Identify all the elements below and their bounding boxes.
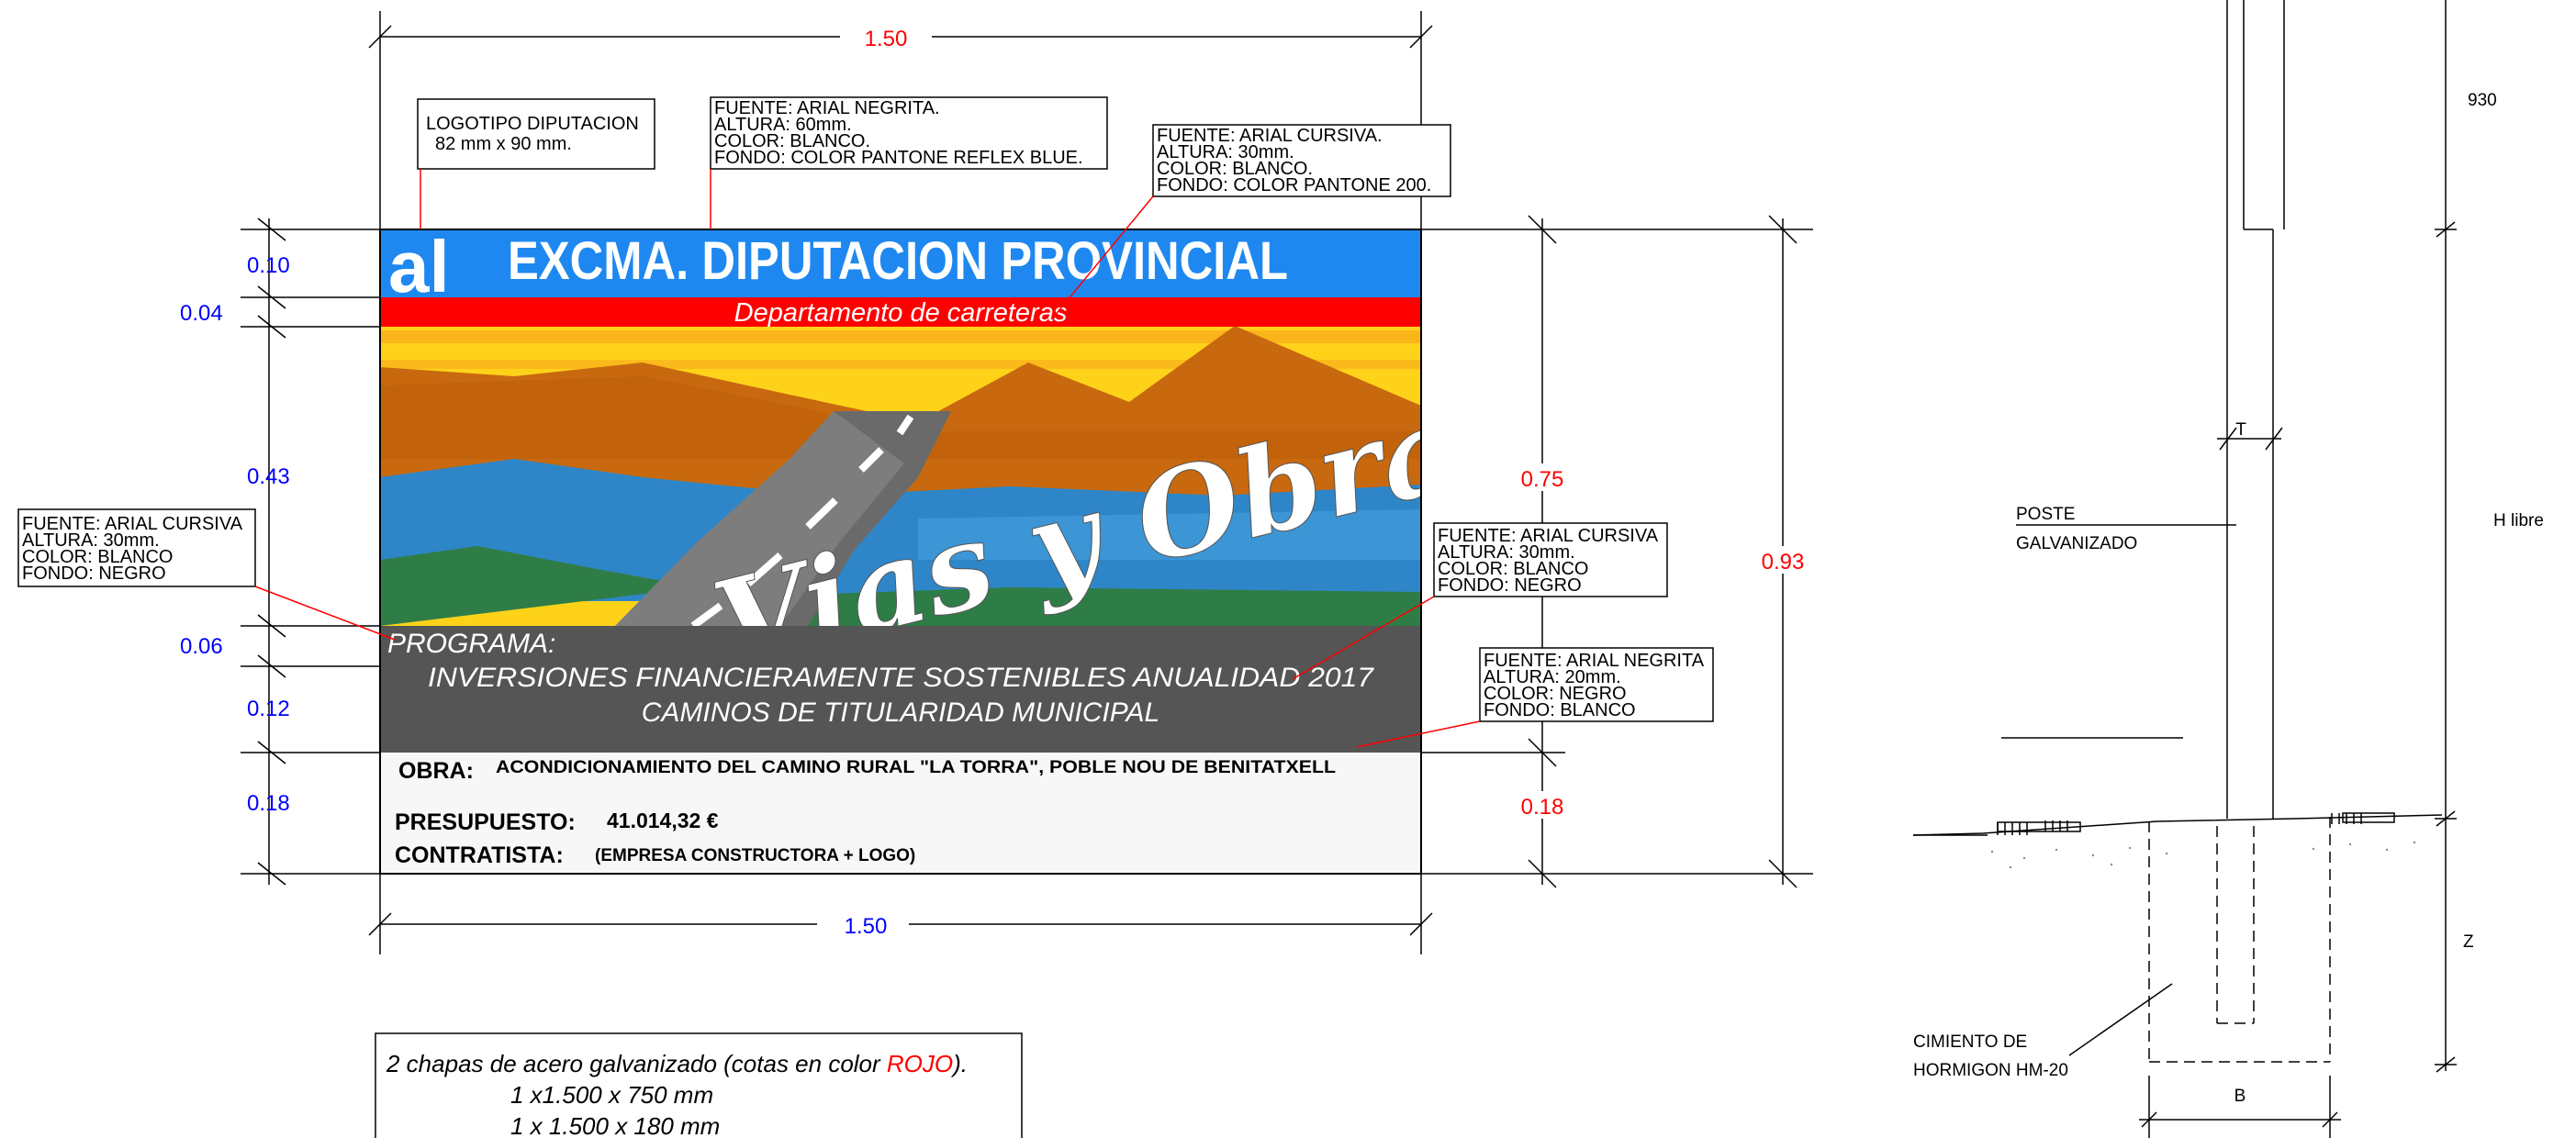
callout-obra-line-2: ALTURA: 20mm.	[1484, 667, 1621, 687]
post-z-label: Z	[2463, 932, 2474, 952]
callout-program-left-line-2: ALTURA: 30mm.	[22, 530, 160, 551]
callouts: LOGOTIPO DIPUTACION 82 mm x 90 mm. FUENT…	[17, 96, 1714, 748]
header-band	[380, 229, 1421, 297]
callout-subtitle-line-2: ALTURA: 30mm.	[1157, 142, 1294, 162]
program-label: PROGRAMA:	[387, 629, 555, 659]
post-t-label: T	[2235, 420, 2246, 440]
callout-title-line-1: FUENTE: ARIAL NEGRITA.	[714, 98, 940, 118]
callout-program-right-line-3: COLOR: BLANCO	[1438, 559, 1588, 579]
svg-text:2 chapas de acero galvanizado: 2 chapas de acero galvanizado (cotas en …	[386, 1050, 968, 1077]
callout-title-line-3: COLOR: BLANCO.	[714, 131, 870, 151]
dim-left-6: 0.18	[247, 791, 290, 816]
contratista-label: CONTRATISTA:	[395, 842, 564, 868]
callout-program-left-line-4: FONDO: NEGRO	[22, 563, 166, 584]
dim-left-4: 0.06	[180, 634, 223, 659]
post-b-label: B	[2234, 1087, 2246, 1106]
presupuesto-value: 41.014,32 €	[607, 809, 719, 832]
dim-left-2: 0.04	[180, 301, 223, 326]
landscape-scene: Vias y Obras	[380, 327, 1421, 626]
post-cimiento-line-2: HORMIGON HM-20	[1913, 1061, 2068, 1080]
dim-left-1: 0.10	[247, 253, 290, 278]
notes-line-3: 1 x 1.500 x 180 mm	[510, 1112, 720, 1138]
post-poste-line-2: GALVANIZADO	[2016, 534, 2137, 553]
callout-logo-line-1: LOGOTIPO DIPUTACION	[426, 114, 639, 134]
dim-left-5: 0.12	[247, 697, 290, 721]
sign-title: EXCMA. DIPUTACION PROVINCIAL	[508, 231, 1288, 291]
notes-line-2: 1 x1.500 x 750 mm	[510, 1081, 713, 1109]
contratista-value: (EMPRESA CONSTRUCTORA + LOGO)	[595, 846, 915, 865]
post-dim-930: 930	[2468, 91, 2497, 110]
callout-title-line-2: ALTURA: 60mm.	[714, 115, 852, 135]
callout-obra-line-1: FUENTE: ARIAL NEGRITA	[1484, 651, 1705, 671]
obra-value: ACONDICIONAMIENTO DEL CAMINO RURAL "LA T…	[496, 758, 1336, 777]
subtitle-band	[380, 297, 1421, 327]
soil-texture	[1990, 841, 2416, 869]
callout-subtitle-line-3: COLOR: BLANCO.	[1157, 159, 1313, 179]
logo-diputacion: al	[388, 226, 450, 307]
callout-subtitle-line-1: FUENTE: ARIAL CURSIVA.	[1157, 126, 1383, 146]
notes-line-1-prefix: 2 chapas de acero galvanizado (cotas en …	[386, 1050, 887, 1077]
callout-obra-line-3: COLOR: NEGRO	[1484, 684, 1627, 704]
notes-line-1-suffix: ).	[950, 1050, 968, 1077]
program-band	[380, 626, 1421, 753]
presupuesto-label: PRESUPUESTO:	[395, 809, 576, 835]
mountains	[380, 327, 1421, 500]
program-line-2: CAMINOS DE TITULARIDAD MUNICIPAL	[642, 697, 1160, 728]
callout-program-right-line-1: FUENTE: ARIAL CURSIVA	[1438, 526, 1659, 546]
dim-right-plate-top: 0.75	[1521, 467, 1564, 492]
svg-text:al: al	[388, 226, 450, 307]
callout-logo-line-2: 82 mm x 90 mm.	[435, 134, 572, 154]
dim-label-bg	[817, 24, 1807, 937]
notes-line-1-highlight: ROJO	[887, 1050, 953, 1077]
grass	[380, 546, 698, 626]
dim-top-width: 1.50	[865, 27, 908, 51]
sign-panel: al EXCMA. DIPUTACION PROVINCIAL Departam…	[379, 226, 1422, 875]
callout-program-right-line-2: ALTURA: 30mm.	[1438, 542, 1575, 563]
callout-title-line-4: FONDO: COLOR PANTONE REFLEX BLUE.	[714, 148, 1083, 168]
callout-obra-line-4: FONDO: BLANCO	[1484, 700, 1636, 720]
callout-program-right-line-4: FONDO: NEGRO	[1438, 575, 1582, 596]
dim-right-plate-bottom: 0.18	[1521, 795, 1564, 820]
dim-left-3: 0.43	[247, 464, 290, 489]
post-h-libre: H libre	[2493, 511, 2544, 530]
dim-right-total: 0.93	[1762, 550, 1805, 575]
post-detail	[1912, 0, 2457, 1138]
post-poste-line-1: POSTE	[2016, 505, 2075, 524]
obra-label: OBRA:	[398, 758, 474, 784]
program-line-1: INVERSIONES FINANCIERAMENTE SOSTENIBLES …	[428, 663, 1374, 693]
sign-outline	[379, 229, 1422, 875]
notes-box: 2 chapas de acero galvanizado (cotas en …	[375, 1032, 1023, 1138]
callout-program-left-line-1: FUENTE: ARIAL CURSIVA	[22, 514, 243, 534]
dim-bottom-width: 1.50	[845, 914, 888, 939]
water	[380, 459, 1421, 601]
post-cimiento-line-1: CIMIENTO DE	[1913, 1032, 2027, 1052]
callout-subtitle-line-4: FONDO: COLOR PANTONE 200.	[1157, 175, 1431, 195]
info-band	[380, 753, 1421, 874]
callout-program-left-line-3: COLOR: BLANCO	[22, 547, 173, 567]
sign-subtitle: Departamento de carreteras	[734, 298, 1068, 328]
